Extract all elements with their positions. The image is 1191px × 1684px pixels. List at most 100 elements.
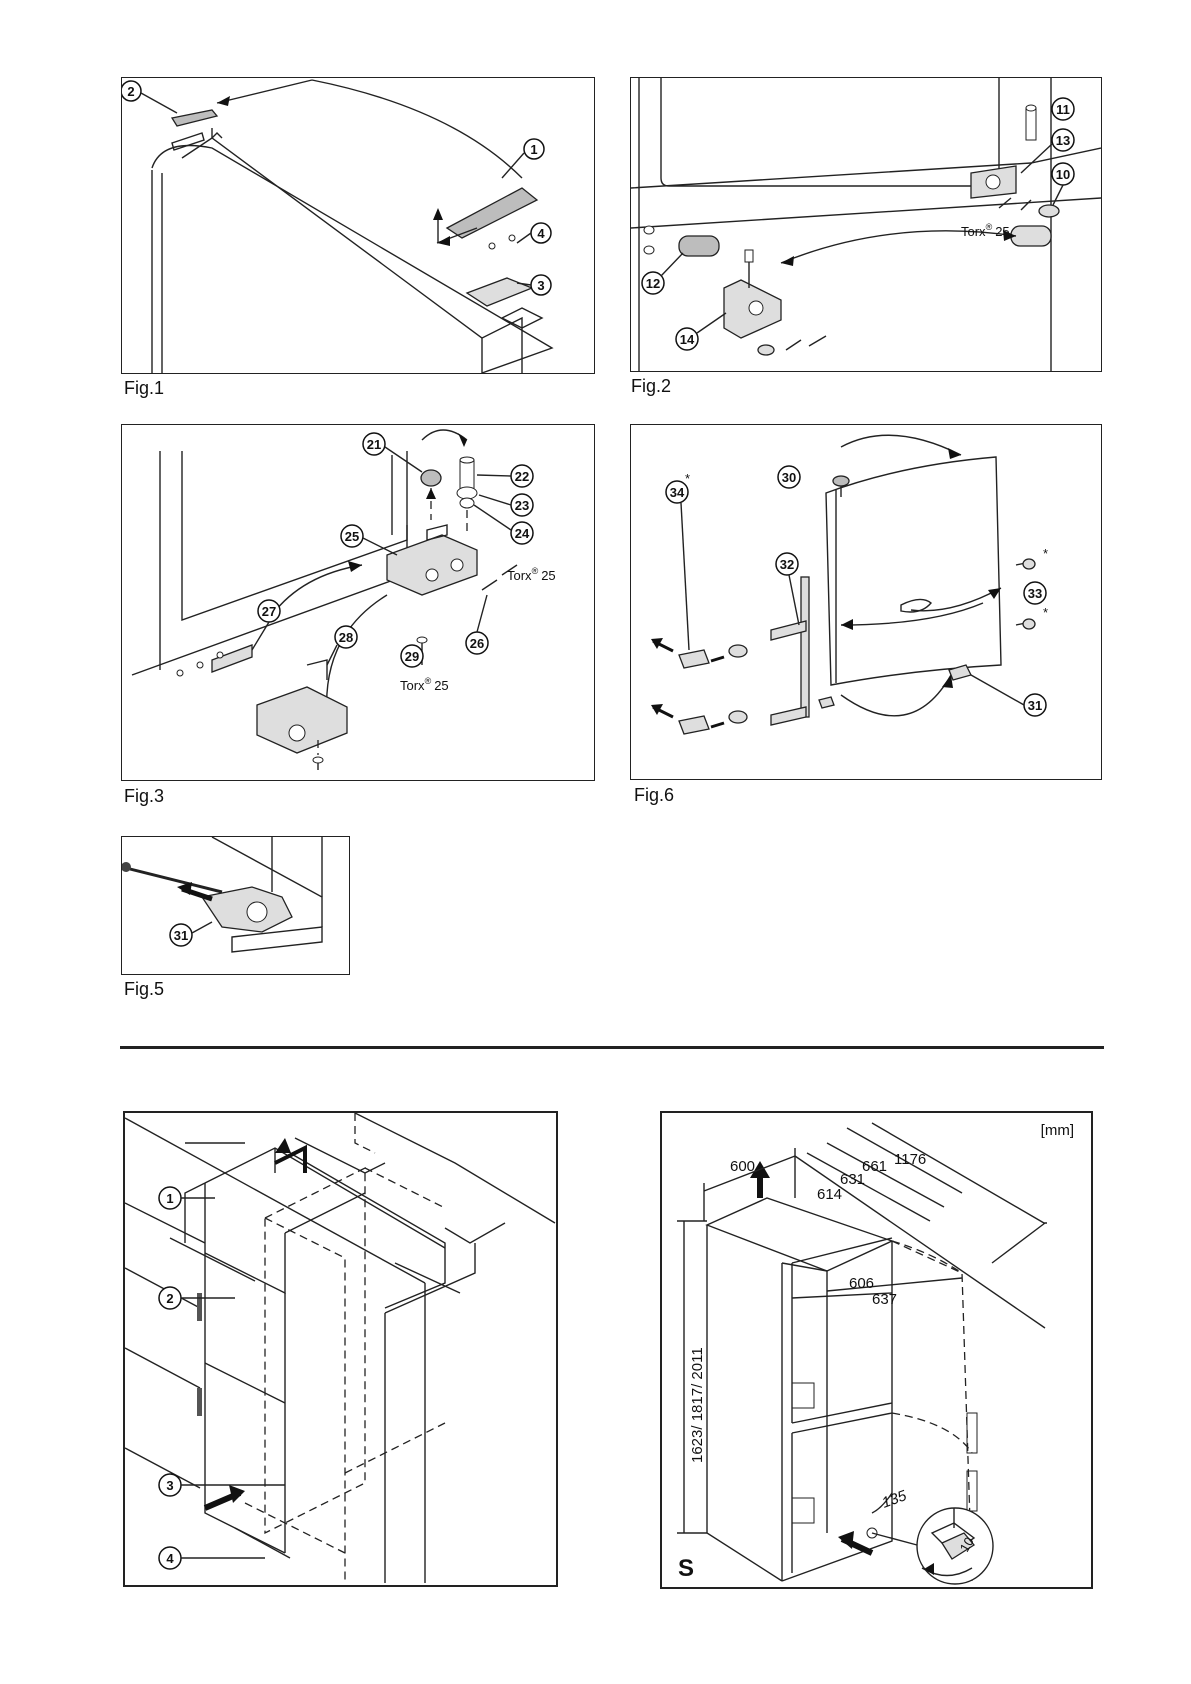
svg-text:10: 10 (1056, 167, 1070, 182)
svg-text:4: 4 (537, 226, 545, 241)
callout-10: 10 (1051, 162, 1075, 206)
callout-13: 13 (1020, 128, 1075, 174)
callout-33: 33 (1023, 581, 1047, 605)
callout-30: 30 (777, 465, 801, 489)
svg-text:14: 14 (680, 332, 695, 347)
door-606: 606 (849, 1275, 874, 1292)
callout-27: 27 (251, 599, 281, 651)
fig6-panel: * * * 30 34 32 33 31 (630, 424, 1102, 780)
callout-3: 3 (158, 1473, 285, 1497)
callout-4: 4 (516, 222, 552, 244)
callout-22: 22 (476, 464, 534, 488)
svg-text:4: 4 (166, 1551, 174, 1566)
svg-text:1: 1 (166, 1191, 173, 1206)
svg-text:33: 33 (1028, 586, 1042, 601)
height-value: 1623/ 1817/ 2011 (689, 1347, 706, 1463)
fig1-drawing: 1 2 3 4 (122, 79, 554, 373)
fig3-caption: Fig.3 (124, 786, 165, 806)
depth-661: 661 (862, 1158, 887, 1175)
depth-1176: 1176 (894, 1151, 926, 1168)
callout-2: 2 (158, 1286, 235, 1310)
svg-text:1: 1 (530, 142, 537, 157)
callout-11: 11 (1051, 97, 1075, 121)
svg-text:29: 29 (405, 649, 419, 664)
cap-21 (420, 469, 442, 487)
fig1-caption: Fig.1 (124, 378, 165, 398)
door (825, 456, 1002, 686)
cover-34-2 (678, 715, 710, 735)
installation-drawing: 1 2 3 4 (125, 1113, 556, 1583)
svg-text:28: 28 (339, 630, 353, 645)
svg-text:31: 31 (174, 928, 188, 943)
hinge-28 (256, 686, 348, 754)
callout-31-fig5: 31 (169, 921, 213, 947)
fig3-panel: Torx®25 Torx®25 21 22 23 24 25 26 27 28 … (121, 424, 595, 781)
fig5-panel: 31 (121, 836, 350, 975)
svg-text:27: 27 (262, 604, 276, 619)
svg-text:3: 3 (166, 1478, 173, 1493)
callout-31: 31 (970, 674, 1047, 717)
svg-text:2: 2 (127, 84, 134, 99)
svg-text:13: 13 (1056, 133, 1070, 148)
handle (800, 576, 810, 718)
depth-631: 631 (840, 1171, 865, 1188)
torx-label-1: Torx®25 (507, 566, 556, 583)
fig2-panel: Torx®25 11 13 10 12 14 (630, 77, 1102, 372)
callout-25: 25 (340, 524, 398, 556)
fig2-drawing: Torx®25 11 13 10 12 14 (631, 78, 1101, 371)
callout-23: 23 (478, 493, 534, 517)
unit-label: [mm] (1041, 1122, 1074, 1139)
callout-26: 26 (465, 594, 489, 655)
cap-30 (832, 475, 850, 487)
fig1-panel: 1 2 3 4 (121, 77, 595, 374)
cover-part-1 (445, 187, 539, 239)
callout-2: 2 (122, 80, 178, 114)
svg-text:34: 34 (670, 485, 685, 500)
callout-32: 32 (775, 552, 800, 626)
depth-614: 614 (817, 1186, 842, 1203)
fig6-drawing: * * * 30 34 32 33 31 (651, 434, 1048, 735)
svg-text:32: 32 (780, 557, 794, 572)
svg-text:25: 25 (345, 529, 359, 544)
door-637: 637 (872, 1291, 897, 1308)
callout-1: 1 (501, 138, 545, 179)
fig6-caption: Fig.6 (634, 785, 675, 805)
svg-text:11: 11 (1056, 102, 1070, 117)
wrench-size: 10 (957, 1534, 977, 1554)
section-divider (120, 1046, 1104, 1049)
callout-34: 34 (665, 480, 690, 651)
svg-text:23: 23 (515, 498, 529, 513)
fig5-drawing: 31 (122, 837, 323, 953)
angle-value: 135 (880, 1487, 910, 1512)
svg-text:21: 21 (367, 437, 381, 452)
callout-1: 1 (158, 1186, 215, 1210)
cover-34-1 (678, 649, 710, 669)
svg-text:31: 31 (1028, 698, 1042, 713)
callout-24: 24 (473, 504, 534, 545)
callout-14: 14 (675, 312, 727, 351)
callout-4: 4 (158, 1546, 265, 1570)
torx-label: Torx®25 (961, 222, 1010, 239)
fig5-caption: Fig.5 (124, 979, 165, 999)
svg-text:2: 2 (166, 1291, 173, 1306)
asterisk: * (1043, 546, 1048, 561)
fig3-drawing: Torx®25 Torx®25 21 22 23 24 25 26 27 28 … (131, 429, 556, 770)
asterisk: * (1043, 605, 1048, 620)
asterisk: * (685, 471, 690, 486)
model-label: S (678, 1555, 694, 1582)
installation-panel: 1 2 3 4 (123, 1111, 558, 1587)
svg-text:24: 24 (515, 526, 530, 541)
svg-text:26: 26 (470, 636, 484, 651)
svg-text:22: 22 (515, 469, 529, 484)
callout-12: 12 (641, 252, 684, 295)
cover-27 (211, 644, 253, 673)
cover-part-2 (170, 109, 219, 127)
callout-29: 29 (400, 644, 424, 668)
callout-28: 28 (326, 625, 358, 666)
width-value: 600 (730, 1158, 755, 1175)
fig2-caption: Fig.2 (631, 376, 672, 396)
torx-label-2: Torx®25 (400, 676, 449, 693)
cover-12 (678, 235, 720, 257)
svg-text:30: 30 (782, 470, 796, 485)
callout-3: 3 (516, 274, 552, 296)
